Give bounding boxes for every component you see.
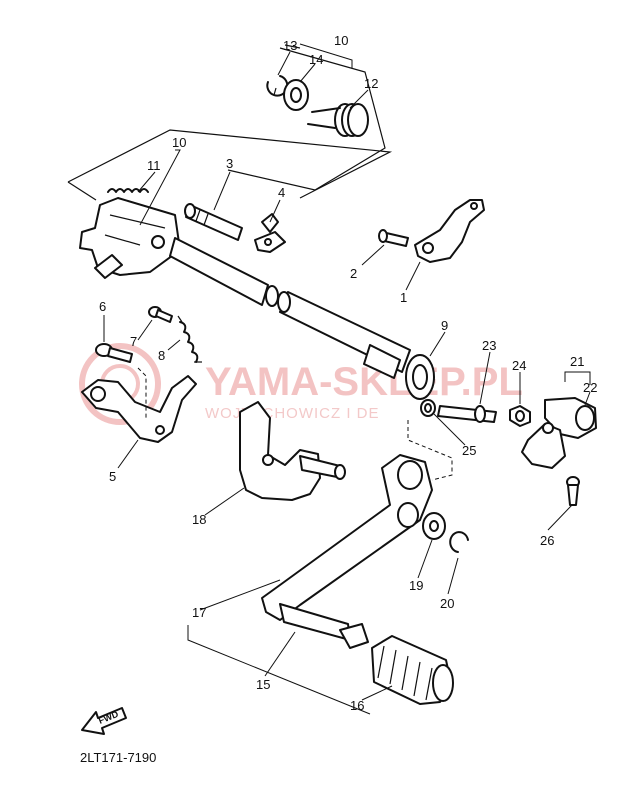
callout-11: 11	[147, 158, 161, 173]
callout-22: 22	[583, 380, 597, 395]
circlip-13	[266, 75, 289, 97]
callout-10-mid: 10	[172, 135, 186, 150]
shift-shaft	[169, 237, 411, 379]
stopper-4	[254, 213, 286, 253]
callout-23: 23	[482, 338, 496, 353]
washer-19	[422, 512, 446, 540]
bolt-3	[184, 203, 243, 241]
callout-15: 15	[256, 677, 270, 692]
callout-12: 12	[364, 76, 378, 91]
spring-group-box	[227, 44, 386, 191]
callout-25: 25	[462, 443, 476, 458]
callout-3: 3	[226, 156, 233, 171]
bolt-2	[378, 229, 409, 247]
bolt-26	[566, 476, 580, 506]
lever-5	[81, 375, 197, 443]
callout-labels: 1 2 3 4 5 6 7 8 9 10 10 11 12 13 14 15 1…	[99, 33, 597, 713]
spring-8	[177, 315, 202, 363]
nut-24	[509, 405, 531, 427]
seal-9	[405, 354, 435, 400]
callout-26: 26	[540, 533, 554, 548]
callout-24: 24	[512, 358, 526, 373]
callout-5: 5	[109, 469, 116, 484]
callout-16: 16	[350, 698, 364, 713]
callout-6: 6	[99, 299, 106, 314]
callout-19: 19	[409, 578, 423, 593]
circlip-20	[449, 531, 469, 553]
assembly-bracket-15-16	[187, 625, 371, 715]
callout-7: 7	[130, 334, 137, 349]
arm-assembly-box	[67, 129, 393, 201]
leader-lines	[103, 43, 591, 701]
callout-13: 13	[283, 38, 297, 53]
callout-17: 17	[192, 605, 206, 620]
washer-14	[283, 79, 309, 111]
callout-4: 4	[278, 185, 285, 200]
callout-1: 1	[400, 290, 407, 305]
rubber-16	[371, 635, 454, 705]
bracket-21	[564, 371, 591, 385]
watermark-subtitle: WOJTECHOWICZ I DE	[205, 405, 380, 422]
bolt-7	[148, 306, 173, 323]
callout-8: 8	[158, 348, 165, 363]
dashed-guides	[137, 367, 453, 481]
figure-code: 2LT171-7190	[80, 750, 156, 765]
fwd-arrow-icon: FWD	[81, 707, 127, 735]
callout-10-top: 10	[334, 33, 348, 48]
shift-pedal-17	[261, 454, 433, 649]
watermark-brand: YAMA-SKLEP.PL	[205, 360, 523, 404]
callout-21: 21	[570, 354, 584, 369]
lever-1	[414, 199, 485, 263]
bolt-23	[437, 405, 497, 423]
spring-12	[307, 103, 369, 137]
callout-2: 2	[350, 266, 357, 281]
bolt-6	[95, 343, 133, 363]
collar-25	[420, 399, 436, 417]
joint-21	[521, 397, 597, 469]
shift-arm	[79, 197, 181, 279]
callout-9: 9	[441, 318, 448, 333]
relay-arm-18	[239, 401, 346, 501]
callout-18: 18	[192, 512, 206, 527]
spring-11	[107, 188, 149, 193]
callout-20: 20	[440, 596, 454, 611]
callout-14: 14	[309, 52, 323, 67]
